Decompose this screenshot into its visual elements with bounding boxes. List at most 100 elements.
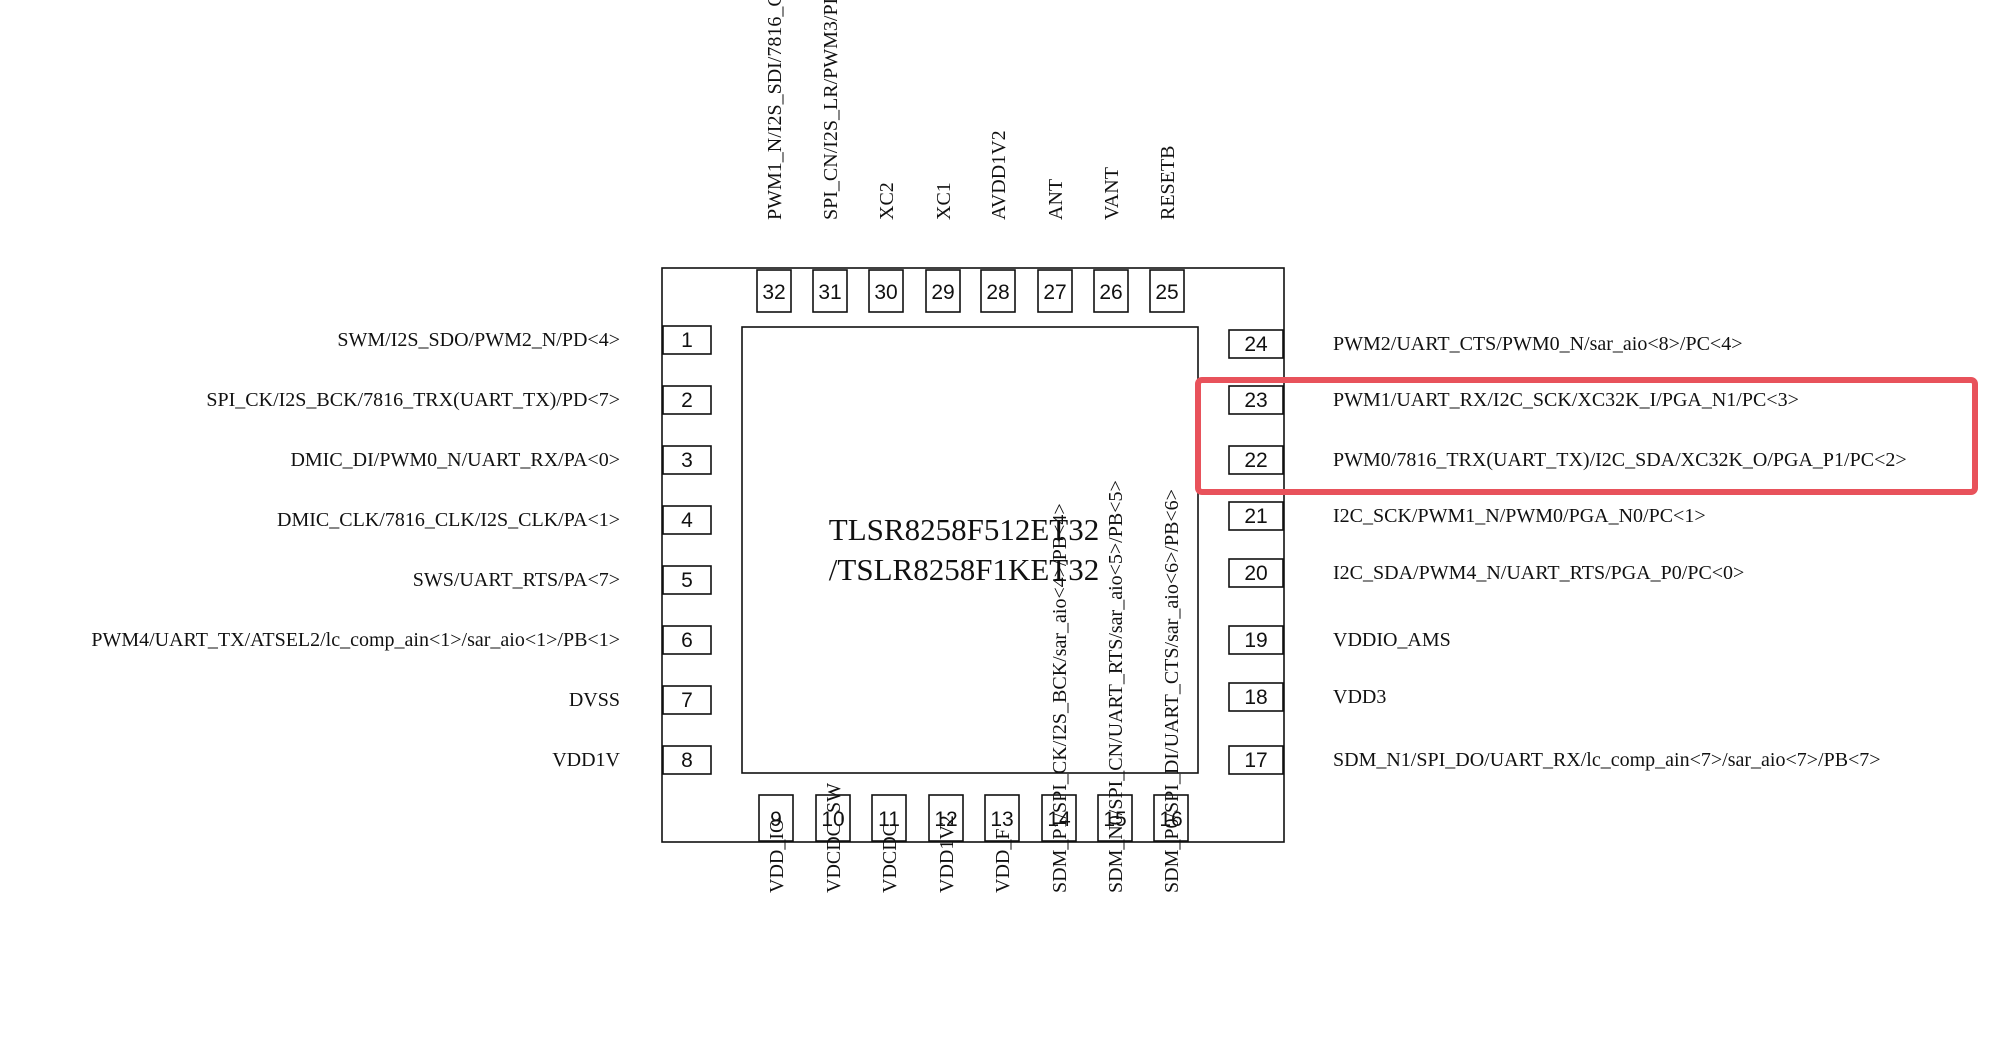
pin-label-6: PWM4/UART_TX/ATSEL2/lc_comp_ain<1>/sar_a… bbox=[91, 629, 620, 651]
pin-number-6: 6 bbox=[681, 629, 693, 652]
pin-label-11: VDCDC bbox=[879, 823, 901, 893]
pin-number-8: 8 bbox=[681, 749, 693, 772]
pin-box-17 bbox=[1228, 745, 1284, 775]
pin-box-30 bbox=[868, 269, 904, 313]
pin-label-26: VANT bbox=[1101, 167, 1123, 220]
chip-name-line2: /TSLR8258F1KET32 bbox=[829, 552, 1099, 587]
pin-number-4: 4 bbox=[681, 509, 693, 532]
pin-label-32: PWM1_N/I2S_SDI/7816_CLK/PD<3> bbox=[764, 0, 786, 220]
pin-number-10: 10 bbox=[821, 808, 844, 831]
pin-box-29 bbox=[925, 269, 961, 313]
pin-label-7: DVSS bbox=[569, 689, 620, 711]
pin-box-1 bbox=[662, 325, 712, 355]
pin-box-15 bbox=[1097, 794, 1133, 842]
pin-box-6 bbox=[662, 625, 712, 655]
pin-number-22: 22 bbox=[1244, 449, 1267, 472]
pin-box-9 bbox=[758, 794, 794, 842]
pin-label-20: I2C_SDA/PWM4_N/UART_RTS/PGA_P0/PC<0> bbox=[1333, 562, 1744, 584]
pin-number-13: 13 bbox=[990, 808, 1013, 831]
pin-box-16 bbox=[1153, 794, 1189, 842]
pin-box-19 bbox=[1228, 625, 1284, 655]
pin-number-32: 32 bbox=[762, 281, 785, 304]
pin-label-16: SDM_P0/SPI_DI/UART_CTS/sar_aio<6>/PB<6> bbox=[1161, 489, 1183, 893]
pin-number-29: 29 bbox=[931, 281, 954, 304]
pin-box-27 bbox=[1037, 269, 1073, 313]
pin-number-21: 21 bbox=[1244, 505, 1267, 528]
pin-box-13 bbox=[984, 794, 1020, 842]
pins-layer: 1 SWM/I2S_SDO/PWM2_N/PD<4> 2 SPI_CK/I2S_BCK… bbox=[91, 0, 1906, 893]
pin-label-28: AVDD1V2 bbox=[988, 130, 1010, 220]
pin-label-12: VDD1V2 bbox=[936, 815, 958, 893]
pin-box-31 bbox=[812, 269, 848, 313]
pin-box-18 bbox=[1228, 682, 1284, 712]
pin-number-31: 31 bbox=[818, 281, 841, 304]
pin-box-10 bbox=[815, 794, 851, 842]
pin-box-21 bbox=[1228, 501, 1284, 531]
pin-number-28: 28 bbox=[986, 281, 1009, 304]
pin-number-27: 27 bbox=[1043, 281, 1066, 304]
pin-box-8 bbox=[662, 745, 712, 775]
pin-label-5: SWS/UART_RTS/PA<7> bbox=[413, 569, 620, 591]
pin-label-30: XC2 bbox=[876, 182, 898, 220]
pin-box-11 bbox=[871, 794, 907, 842]
pin-box-25 bbox=[1149, 269, 1185, 313]
pin-number-17: 17 bbox=[1244, 749, 1267, 772]
pin-box-22 bbox=[1228, 445, 1284, 475]
package-outline bbox=[661, 267, 1285, 843]
pin-number-26: 26 bbox=[1099, 281, 1122, 304]
pin-label-17: SDM_N1/SPI_DO/UART_RX/lc_comp_ain<7>/sar… bbox=[1333, 749, 1881, 771]
pin-number-3: 3 bbox=[681, 449, 693, 472]
pin-label-9: VDD_IO bbox=[766, 819, 788, 893]
pin-number-24: 24 bbox=[1244, 333, 1268, 356]
pin-box-4 bbox=[662, 505, 712, 535]
pin-number-30: 30 bbox=[874, 281, 897, 304]
pin-box-28 bbox=[980, 269, 1016, 313]
pin-label-24: PWM2/UART_CTS/PWM0_N/sar_aio<8>/PC<4> bbox=[1333, 333, 1743, 355]
pin-label-22: PWM0/7816_TRX(UART_TX)/I2C_SDA/XC32K_O/P… bbox=[1333, 449, 1907, 471]
pin-label-15: SDM_N0/SPI_CN/UART_RTS/sar_aio<5>/PB<5> bbox=[1105, 480, 1127, 893]
pin-box-3 bbox=[662, 445, 712, 475]
pin-box-20 bbox=[1228, 558, 1284, 588]
pin-number-25: 25 bbox=[1155, 281, 1178, 304]
pin-number-1: 1 bbox=[681, 329, 693, 352]
pin-label-3: DMIC_DI/PWM0_N/UART_RX/PA<0> bbox=[290, 449, 620, 471]
pin-label-13: VDD_F bbox=[992, 829, 1014, 893]
chip-name-line1: TLSR8258F512ET32 bbox=[829, 512, 1099, 547]
pin-label-10: VDCDC_SW bbox=[823, 783, 845, 893]
pin-box-23 bbox=[1228, 385, 1284, 415]
pin-box-26 bbox=[1093, 269, 1129, 313]
pin-label-4: DMIC_CLK/7816_CLK/I2S_CLK/PA<1> bbox=[277, 509, 620, 531]
pin-box-12 bbox=[928, 794, 964, 842]
pin-box-5 bbox=[662, 565, 712, 595]
pin-label-2: SPI_CK/I2S_BCK/7816_TRX(UART_TX)/PD<7> bbox=[206, 389, 620, 411]
pin-label-27: ANT bbox=[1045, 179, 1067, 220]
pin-number-15: 15 bbox=[1103, 808, 1126, 831]
pin-number-14: 14 bbox=[1047, 808, 1071, 831]
pin-number-5: 5 bbox=[681, 569, 693, 592]
pin-number-23: 23 bbox=[1244, 389, 1267, 412]
pin-label-21: I2C_SCK/PWM1_N/PWM0/PGA_N0/PC<1> bbox=[1333, 505, 1706, 527]
pin-label-25: RESETB bbox=[1157, 146, 1179, 220]
pin-number-12: 12 bbox=[934, 808, 957, 831]
pin-box-24 bbox=[1228, 329, 1284, 359]
pin-box-2 bbox=[662, 385, 712, 415]
pin-number-11: 11 bbox=[878, 808, 900, 831]
pin-number-2: 2 bbox=[681, 389, 693, 412]
pin-number-18: 18 bbox=[1244, 686, 1267, 709]
pin-number-19: 19 bbox=[1244, 629, 1267, 652]
pin-label-14: SDM_P1/SPI_CK/I2S_BCK/sar_aio<4>/PB<4> bbox=[1049, 503, 1071, 893]
pin-label-19: VDDIO_AMS bbox=[1333, 629, 1451, 651]
pin-label-1: SWM/I2S_SDO/PWM2_N/PD<4> bbox=[337, 329, 620, 351]
pin-label-23: PWM1/UART_RX/I2C_SCK/XC32K_I/PGA_N1/PC<3… bbox=[1333, 389, 1799, 411]
pin-number-16: 16 bbox=[1159, 808, 1182, 831]
pin-number-7: 7 bbox=[681, 689, 693, 712]
pin-box-14 bbox=[1041, 794, 1077, 842]
pin-label-8: VDD1V bbox=[552, 749, 620, 771]
pin-box-7 bbox=[662, 685, 712, 715]
die-outline bbox=[741, 326, 1199, 774]
pin-label-31: SPI_CN/I2S_LR/PWM3/PD<2> bbox=[820, 0, 842, 220]
pin-label-18: VDD3 bbox=[1333, 686, 1386, 708]
pin-number-9: 9 bbox=[770, 808, 782, 831]
